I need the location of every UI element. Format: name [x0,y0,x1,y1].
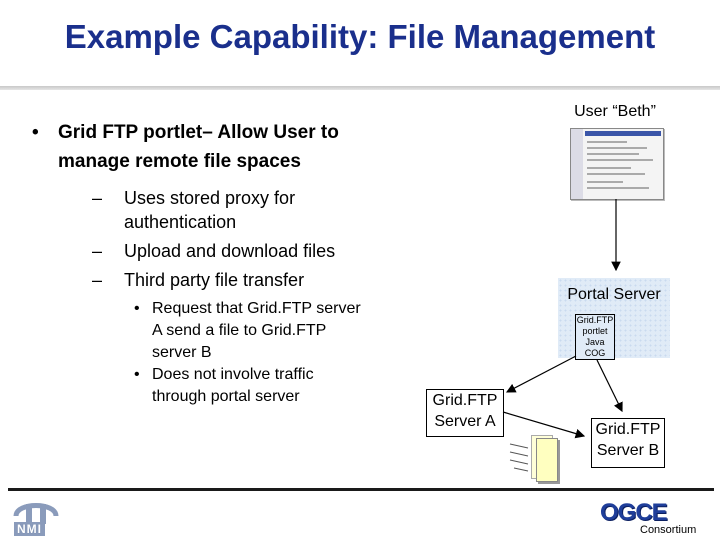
file-stack-icon [531,435,558,482]
sub-sub-bullet: Request that Grid.FTP server A send a fi… [132,298,368,364]
screenshot-line [587,153,639,155]
portlet-to-server-a-arrow [505,355,577,393]
portal-server-label: Portal Server [567,286,661,303]
sub-sub-bullet-list: Request that Grid.FTP server A send a fi… [120,298,368,408]
nmi-logo-text: NMI [14,522,45,536]
server-a-to-server-b-arrow [502,411,586,439]
sub-bullet: Upload and download files [92,239,368,263]
slide-title: Example Capability: File Management [64,18,656,55]
portlet-to-server-b-arrow [596,359,623,413]
bullet-main: Grid FTP portlet– Allow User to manage r… [28,118,368,408]
user-label: User “Beth” [574,103,656,120]
motion-lines [509,443,529,472]
screenshot-line [587,173,645,175]
title-divider [0,86,720,90]
portal-screenshot-icon [570,128,664,200]
screenshot-sidebar [571,129,583,199]
screenshot-line [587,147,647,149]
bullet-main-text: Grid FTP portlet– Allow User to manage r… [58,122,339,172]
nmi-logo-icon [13,503,59,524]
server-b-line: Grid.FTP [595,421,661,438]
sub-bullet: Uses stored proxy for authentication [92,186,368,234]
portlet-line: COG [584,348,606,358]
footer-divider [8,488,714,491]
ogce-logo: OGCE [600,499,668,526]
sub-bullet-list: Uses stored proxy for authentication Upl… [58,186,368,292]
portlet-line: Grid.FTP [576,315,614,325]
screenshot-line [587,167,631,169]
server-a-line: Grid.FTP [432,392,498,409]
sub-sub-bullet: Does not involve traffic through portal … [132,364,368,408]
screenshot-header [585,131,661,136]
server-b-line: Server B [596,442,660,459]
screenshot-line [587,159,653,161]
screenshot-line [587,141,627,143]
gridftp-portlet-box: Grid.FTP portlet Java COG [575,314,615,360]
gridftp-server-a: Grid.FTP Server A [426,389,504,437]
server-a-line: Server A [434,413,496,430]
sub-bullet: Third party file transfer [92,268,368,292]
portlet-line: portlet [582,326,608,336]
bullet-list: Grid FTP portlet– Allow User to manage r… [28,118,368,408]
ogce-logo-subtitle: Consortium [640,524,697,536]
gridftp-server-b: Grid.FTP Server B [591,418,665,468]
portlet-line: Java [585,337,605,347]
screenshot-line [587,181,623,183]
screenshot-line [587,187,649,189]
